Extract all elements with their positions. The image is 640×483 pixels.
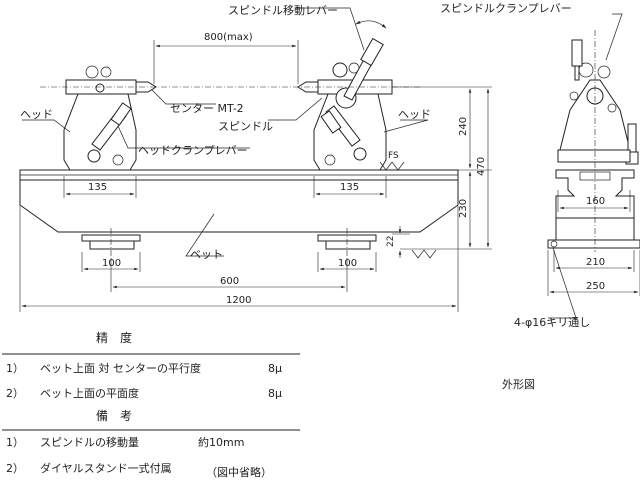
head-right [297, 37, 393, 171]
remarks-item-2-text: ダイヤルスタンド一式付属 [40, 461, 172, 475]
dim-text-210: 210 [586, 257, 605, 268]
accuracy-item-2-value: 8μ [268, 387, 282, 400]
accuracy-item-1-text: ベット上面 対 センターの平行度 [40, 361, 201, 375]
label-holes: 4-φ16キリ通し [514, 316, 590, 329]
dim-text-135-left: 135 [88, 182, 107, 193]
accuracy-heading: 精 度 [96, 330, 132, 345]
label-spindle-move-lever: スピンドル移動レバー [228, 3, 338, 17]
label-center: センター MT-2 [170, 102, 244, 115]
label-head-right: ヘッド [398, 108, 431, 121]
remarks-item-1-text: スピンドルの移動量 [40, 435, 139, 449]
label-bed: ベット [190, 248, 223, 261]
remarks-item-2-num: 2） [6, 462, 24, 475]
spec-text-block: 精 度 1） ベット上面 対 センターの平行度 8μ 2） ベット上面の平面度 … [2, 330, 300, 479]
accuracy-item-1-value: 8μ [268, 362, 282, 375]
outline-title: 外形図 [502, 378, 535, 391]
leader-lines [22, 7, 429, 257]
leader-clamp-lever [605, 13, 623, 61]
head-clamp-lever-left [87, 102, 132, 163]
label-fs: FS [388, 151, 399, 161]
surface-finish-symbols [379, 161, 437, 259]
label-head-left: ヘッド [20, 108, 53, 121]
dim-text-240: 240 [458, 117, 469, 136]
dim-text-160: 160 [586, 196, 605, 207]
dim-text-600: 600 [220, 276, 239, 287]
dim-text-470: 470 [476, 157, 487, 176]
dim-side [547, 190, 640, 296]
label-spindle: スピンドル [218, 120, 273, 133]
front-view: スピンドル移動レバー 800(max) センター MT-2 スピンドル ヘッド … [19, 3, 492, 312]
accuracy-item-2-num: 2） [6, 387, 24, 400]
dim-text-22: 22 [386, 236, 396, 247]
label-800-max: 800(max) [204, 32, 253, 43]
dim-vertical-right [392, 86, 492, 258]
remarks-heading: 備 考 [96, 408, 132, 423]
bed [19, 169, 459, 233]
accuracy-item-1-num: 1） [6, 362, 24, 375]
foot-right [317, 228, 377, 258]
leader-holes [548, 247, 577, 319]
dim-1200 [19, 206, 459, 312]
dim-800-max [153, 40, 299, 84]
dim-text-100-right: 100 [338, 258, 357, 269]
spindle-move-lever [343, 37, 384, 101]
remarks-item-1-num: 1） [6, 436, 24, 449]
dim-text-100-left: 100 [102, 258, 121, 269]
head-clamp-lever-right [320, 105, 367, 161]
remarks-item-2-value: （図中省略） [206, 465, 272, 479]
dim-135-left [63, 176, 137, 198]
dim-text-250: 250 [586, 281, 605, 292]
dim-text-135-right: 135 [340, 182, 359, 193]
label-head-clamp-lever: ヘッドクランプレバー [138, 144, 248, 157]
head-left [63, 65, 157, 171]
spindle-clamp-lever [571, 39, 583, 81]
foot-left [81, 228, 141, 258]
dim-text-230: 230 [458, 199, 469, 218]
remarks-item-1-value: 約10mm [198, 435, 244, 449]
side-view: スピンドルクランプレバー 160 210 250 4-φ16キリ通し [440, 2, 640, 329]
dim-135-right [313, 176, 387, 198]
label-spindle-clamp-lever: スピンドルクランプレバー [440, 2, 572, 15]
rotation-arrow [355, 20, 387, 29]
accuracy-item-2-text: ベット上面の平面度 [40, 386, 139, 400]
dim-text-1200: 1200 [226, 295, 251, 306]
dim-600 [110, 258, 348, 292]
